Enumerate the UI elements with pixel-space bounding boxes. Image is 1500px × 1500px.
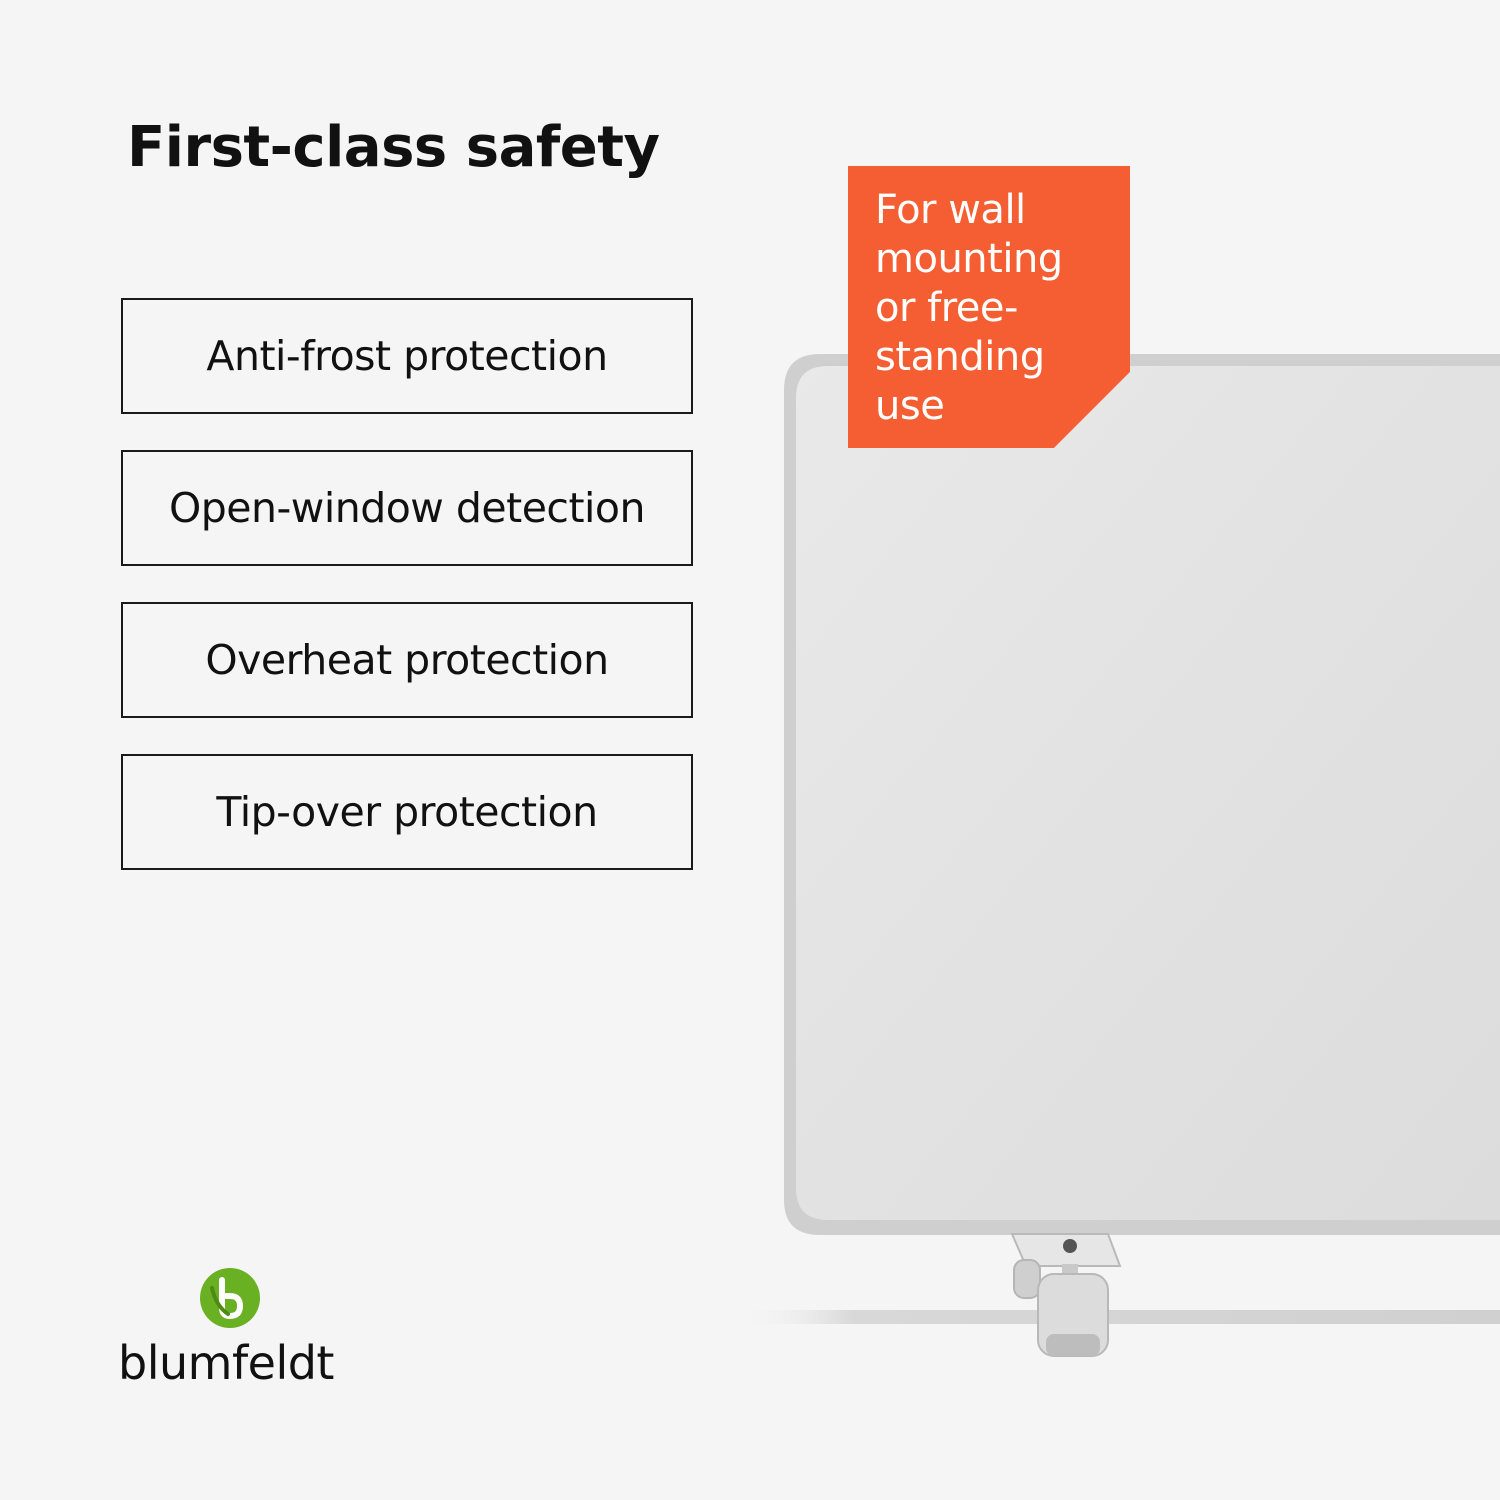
brand-logo: blumfeldt bbox=[110, 1262, 350, 1392]
badge-line: For wall bbox=[875, 187, 1026, 233]
caster-wheel-back bbox=[1013, 1259, 1041, 1299]
feature-anti-frost: Anti-frost protection bbox=[121, 298, 693, 414]
feature-list: Anti-frost protection Open-window detect… bbox=[121, 298, 693, 906]
feature-open-window-detection: Open-window detection bbox=[121, 450, 693, 566]
heater-product-image bbox=[740, 354, 1500, 1357]
mounting-badge: For wall mounting or free- standing use bbox=[848, 166, 1130, 448]
badge-line: use bbox=[875, 383, 945, 429]
headline: First-class safety bbox=[127, 115, 660, 180]
badge-line: mounting bbox=[875, 236, 1063, 282]
caster-base bbox=[1046, 1334, 1100, 1356]
feature-tip-over: Tip-over protection bbox=[121, 754, 693, 870]
badge-line: standing bbox=[875, 334, 1045, 380]
floor-shadow bbox=[740, 1310, 1500, 1324]
feature-overheat: Overheat protection bbox=[121, 602, 693, 718]
heater-panel bbox=[796, 366, 1500, 1220]
badge-line: or free- bbox=[875, 285, 1018, 331]
leaf-logo-icon bbox=[200, 1268, 260, 1328]
brand-name: blumfeldt bbox=[118, 1336, 334, 1390]
foot-screw bbox=[1063, 1239, 1077, 1253]
